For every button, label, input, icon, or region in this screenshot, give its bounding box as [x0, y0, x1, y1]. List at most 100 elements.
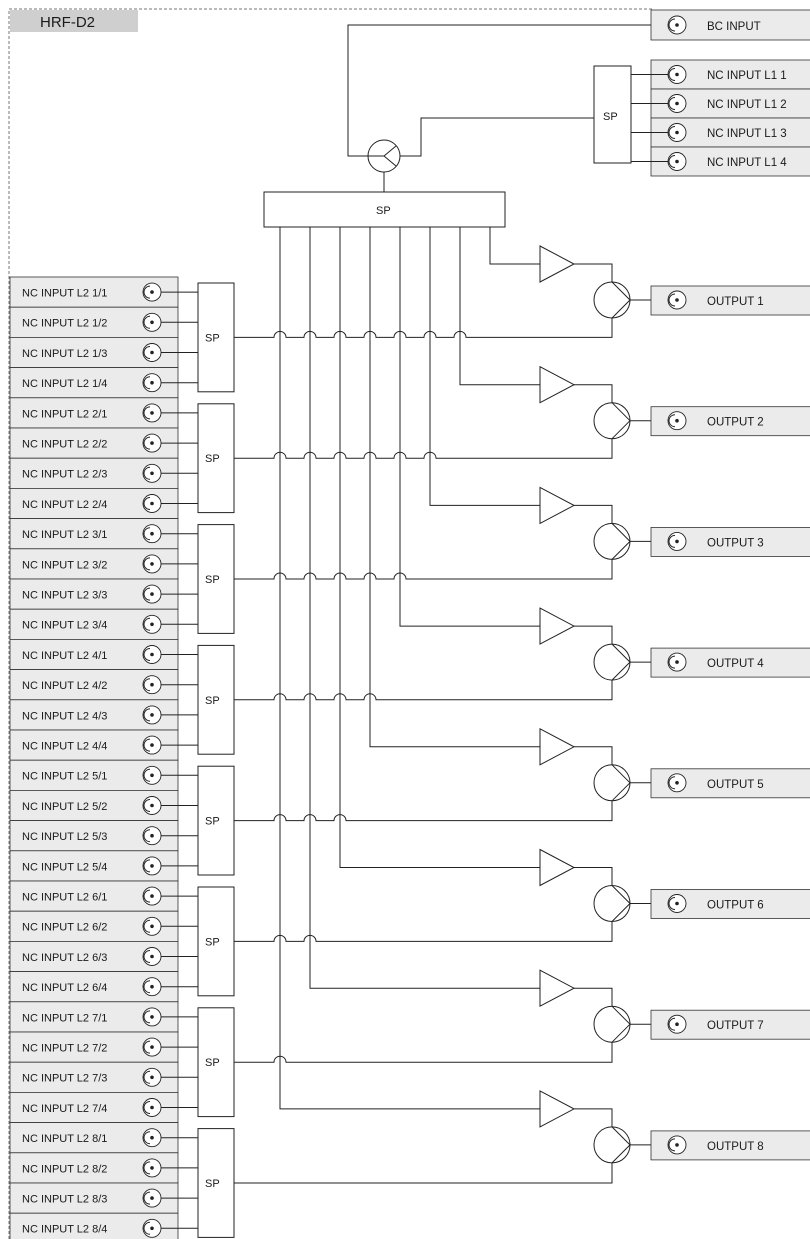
output-label: OUTPUT 6 — [707, 900, 764, 912]
bnc-pin — [150, 1166, 154, 1170]
connection-line — [574, 867, 613, 886]
amplifier-icon — [539, 1090, 576, 1128]
l2-splitter-label: SP — [205, 1057, 220, 1069]
l2-splitter-label: SP — [205, 574, 220, 586]
bnc-ring — [143, 587, 151, 601]
bnc-pin — [150, 1045, 154, 1049]
output-combiner — [593, 764, 631, 802]
bnc-ring — [143, 1040, 151, 1054]
output-combiner — [593, 1126, 631, 1164]
nc-l2-input-label: NC INPUT L2 4/2 — [22, 680, 107, 692]
nc-l2-input-box — [9, 880, 179, 912]
nc-l2-input-label: NC INPUT L2 7/3 — [22, 1073, 107, 1085]
bus-line — [459, 227, 540, 386]
bnc-pin — [675, 23, 679, 27]
nc-l2-input-label: NC INPUT L2 8/1 — [22, 1133, 107, 1145]
nc-l2-input-label: NC INPUT L2 1/3 — [22, 348, 107, 360]
bnc-ring — [143, 376, 151, 390]
bnc-pin — [675, 159, 679, 164]
bnc-ring — [668, 18, 676, 32]
output-label: OUTPUT 4 — [707, 658, 764, 670]
l2-splitter-label: SP — [205, 1178, 220, 1190]
bnc-ring — [143, 617, 151, 631]
nc-l2-input-box — [9, 729, 179, 761]
bnc-pin — [150, 290, 154, 294]
bnc-pin — [675, 660, 679, 664]
bnc-ring — [143, 1191, 151, 1205]
amplifier-icon — [539, 486, 576, 525]
l2-splitter — [197, 403, 235, 514]
l2-splitter-label: SP — [205, 332, 220, 344]
bnc-ring — [143, 980, 151, 994]
sp-to-combiner-line — [234, 559, 613, 580]
bnc-pin — [150, 1075, 154, 1080]
amplifier-icon — [539, 245, 576, 283]
bnc-ring — [143, 678, 151, 692]
main-splitter-label: SP — [376, 205, 391, 217]
bnc-ring — [143, 557, 151, 571]
nc-l2-input-label: NC INPUT L2 5/1 — [22, 771, 107, 783]
sp-to-combiner-line — [234, 800, 613, 822]
bnc-pin — [150, 984, 154, 989]
nc-l2-input-label: NC INPUT L2 2/1 — [22, 408, 107, 420]
nc-l2-input-label: NC INPUT L2 1/2 — [22, 318, 107, 330]
bnc-ring — [143, 346, 151, 359]
connection-line — [574, 625, 613, 645]
amplifier-icon — [539, 848, 576, 887]
bnc-pin — [150, 803, 154, 808]
nc-l2-input-label: NC INPUT L2 3/1 — [22, 529, 107, 541]
amplifier-icon — [539, 969, 576, 1008]
nc-l2-input-label: NC INPUT L2 5/3 — [22, 831, 107, 843]
bnc-pin — [675, 130, 679, 135]
bnc-ring — [143, 1101, 151, 1114]
device-label: HRF-D2 — [40, 14, 95, 31]
bnc-pin — [150, 1105, 154, 1110]
bnc-ring — [143, 315, 151, 329]
nc-l2-input-label: NC INPUT L2 7/2 — [22, 1043, 107, 1055]
sp-to-combiner-line — [234, 318, 613, 338]
bnc-ring — [143, 1010, 151, 1024]
output-combiner — [593, 402, 631, 440]
l2-splitter-label: SP — [205, 695, 220, 707]
bus-line — [399, 227, 540, 627]
device-tag — [10, 10, 138, 32]
connection-line — [574, 384, 613, 403]
bnc-pin — [150, 682, 154, 687]
connection-line — [574, 987, 613, 1007]
bnc-pin — [675, 901, 679, 906]
l2-splitter-label: SP — [205, 453, 220, 465]
nc-l2-input-label: NC INPUT L2 2/4 — [22, 499, 107, 511]
nc-l2-input-label: NC INPUT L2 6/1 — [22, 892, 107, 904]
nc-l2-input-label: NC INPUT L2 1/1 — [22, 288, 107, 300]
bnc-pin — [675, 781, 679, 785]
output-label: OUTPUT 3 — [707, 537, 764, 549]
bnc-pin — [150, 954, 154, 959]
bnc-pin — [150, 773, 154, 778]
bnc-pin — [150, 864, 154, 868]
output-label: OUTPUT 5 — [707, 779, 764, 791]
nc-l2-input-label: NC INPUT L2 3/4 — [22, 620, 107, 632]
nc-l2-input-label: NC INPUT L2 8/2 — [22, 1163, 107, 1175]
bus-line — [369, 227, 540, 748]
bnc-ring — [668, 414, 676, 428]
nc-l2-input-label: NC INPUT L2 8/3 — [22, 1194, 107, 1206]
connection-line — [574, 746, 613, 765]
bnc-pin — [150, 471, 154, 476]
nc-l2-input-label: NC INPUT L2 3/3 — [22, 590, 107, 602]
combiner-leg — [611, 402, 631, 440]
bnc-pin — [150, 1196, 154, 1200]
bnc-pin — [150, 924, 154, 929]
bnc-pin — [150, 320, 154, 325]
output-combiner — [593, 281, 631, 319]
nc-l2-input-label: NC INPUT L2 7/4 — [22, 1103, 107, 1115]
connection-line — [574, 263, 613, 282]
nc-l2-input-label: NC INPUT L2 4/4 — [22, 741, 107, 753]
nc-l1-input-label: NC INPUT L1 1 — [707, 70, 787, 82]
bnc-ring — [143, 466, 151, 480]
amplifier-icon — [539, 607, 576, 645]
bnc-ring — [143, 1221, 151, 1235]
output-label: OUTPUT 2 — [707, 417, 764, 429]
connection-line — [574, 504, 613, 524]
sp-to-combiner-line — [234, 1042, 613, 1063]
bus-line — [489, 227, 540, 265]
